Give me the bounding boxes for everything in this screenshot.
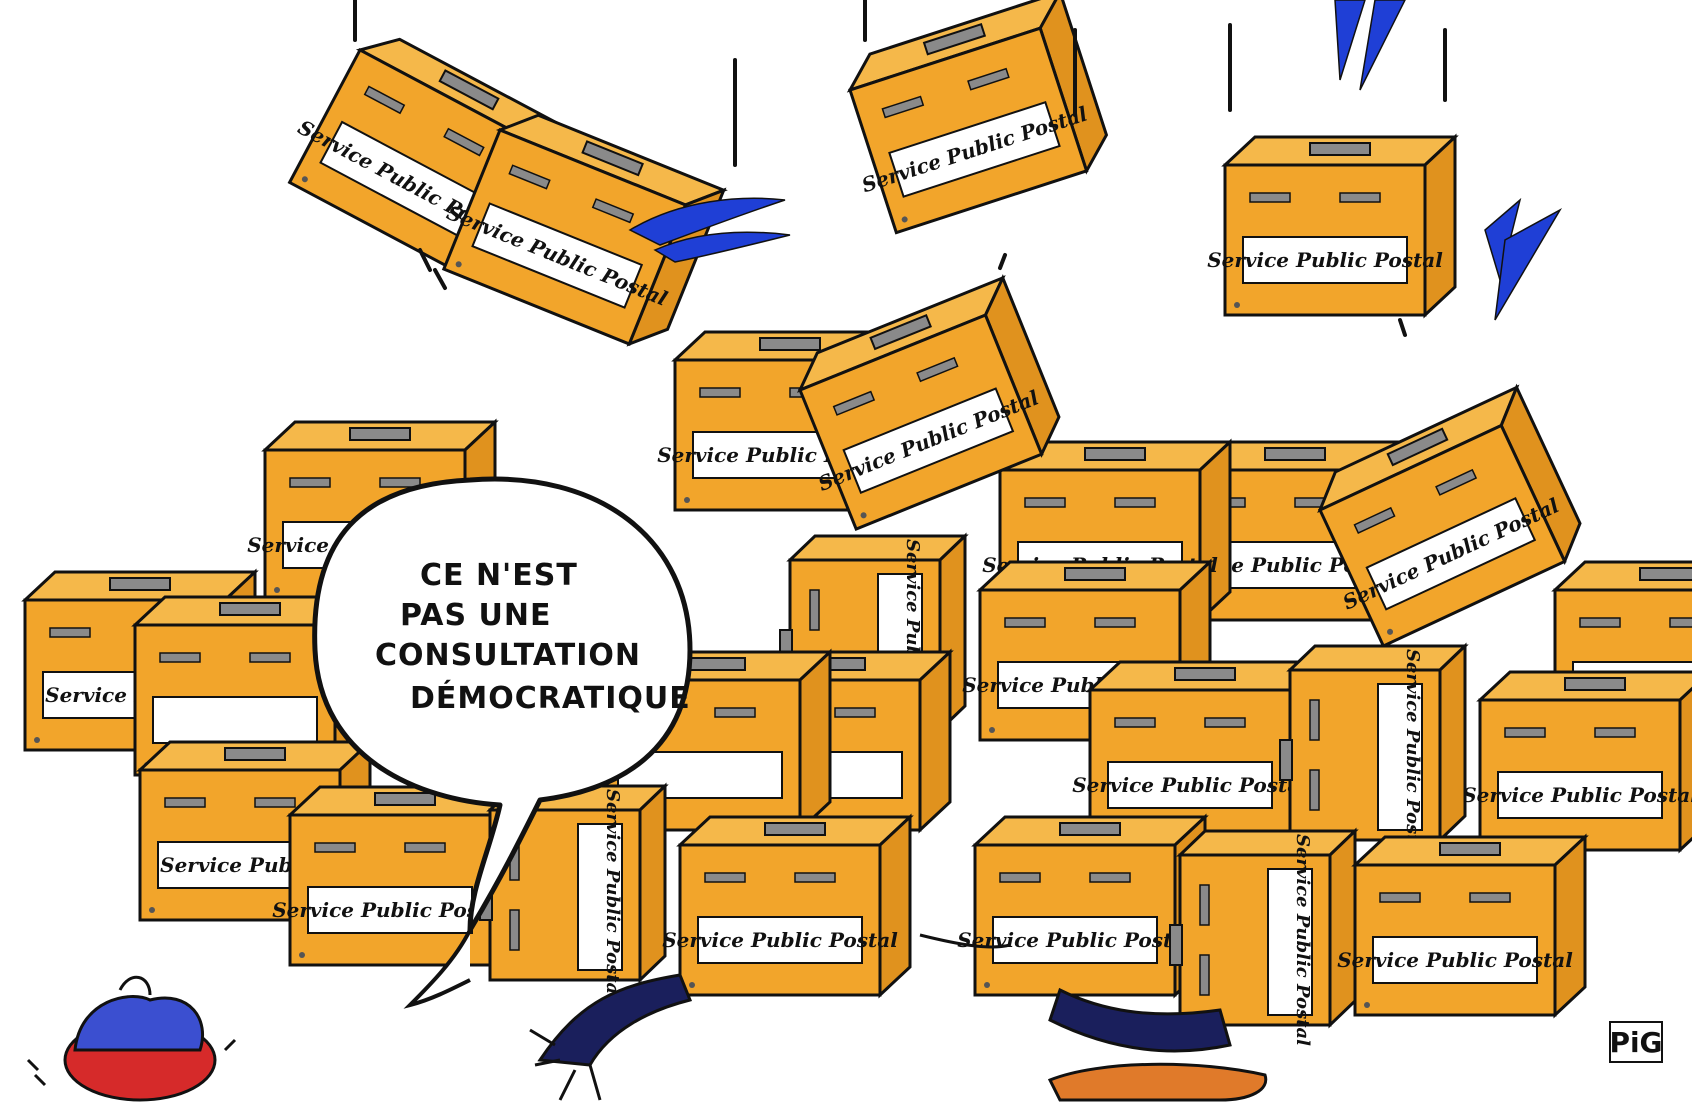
pile-box: Service Public Postal — [1337, 835, 1587, 1017]
speech-line-1: CE N'EST — [420, 558, 578, 593]
box-pile: Service Public Postal Service Public Pos… — [23, 276, 1692, 1046]
falling-box-3: Service Public Postal — [839, 0, 1117, 235]
box-label: Service Public Postal — [1402, 649, 1423, 861]
falling-boxes: Service Public Postal Service Public Pos… — [288, 0, 1563, 357]
speech-line-4: DÉMOCRATIQUE — [410, 680, 691, 716]
box-label: Service Public Postal — [602, 789, 623, 1001]
character-leg — [1048, 987, 1232, 1053]
character-shoe — [1047, 1062, 1268, 1102]
signature-text: PiG — [1609, 1026, 1662, 1059]
speech-line-2: PAS UNE — [400, 598, 551, 633]
falling-box-4: Service Public Postal — [1207, 135, 1457, 317]
fallen-hat — [26, 976, 237, 1102]
character-hand — [529, 1028, 602, 1101]
speech-bubble-shape — [312, 476, 693, 933]
motion-lines — [353, 0, 1447, 337]
pile-box: Service Public Postal — [957, 815, 1207, 997]
box-label: Service Public Postal — [1462, 783, 1692, 807]
artist-signature: PiG — [1609, 1021, 1663, 1063]
box-label: Service Public Postal — [1337, 948, 1573, 972]
box-label: Service Public Postal — [1292, 834, 1313, 1046]
speech-line-3: CONSULTATION — [375, 638, 641, 673]
box-label: Service Public Postal — [1207, 248, 1443, 272]
blue-flames — [628, 0, 1563, 321]
pile-box: Service Public Postal — [662, 815, 912, 997]
character-arm — [537, 973, 693, 1067]
pile-box: Service Public Postal — [1072, 660, 1322, 842]
box-label: Service Public Postal — [1072, 773, 1308, 797]
buried-character — [529, 933, 1268, 1102]
box-label: Service Public Postal — [662, 928, 898, 952]
pile-box-side: Service Public Postal — [1278, 644, 1467, 861]
speech-bubble: CE N'EST PAS UNE CONSULTATION DÉMOCRATIQ… — [312, 476, 693, 1009]
pile-box-side: Service Public Postal — [1168, 829, 1357, 1046]
pile-box-side: Service Public Postal — [478, 784, 667, 1001]
speech-bubble-tail — [403, 929, 472, 1009]
pile-box: Service Public Postal — [1462, 670, 1692, 852]
